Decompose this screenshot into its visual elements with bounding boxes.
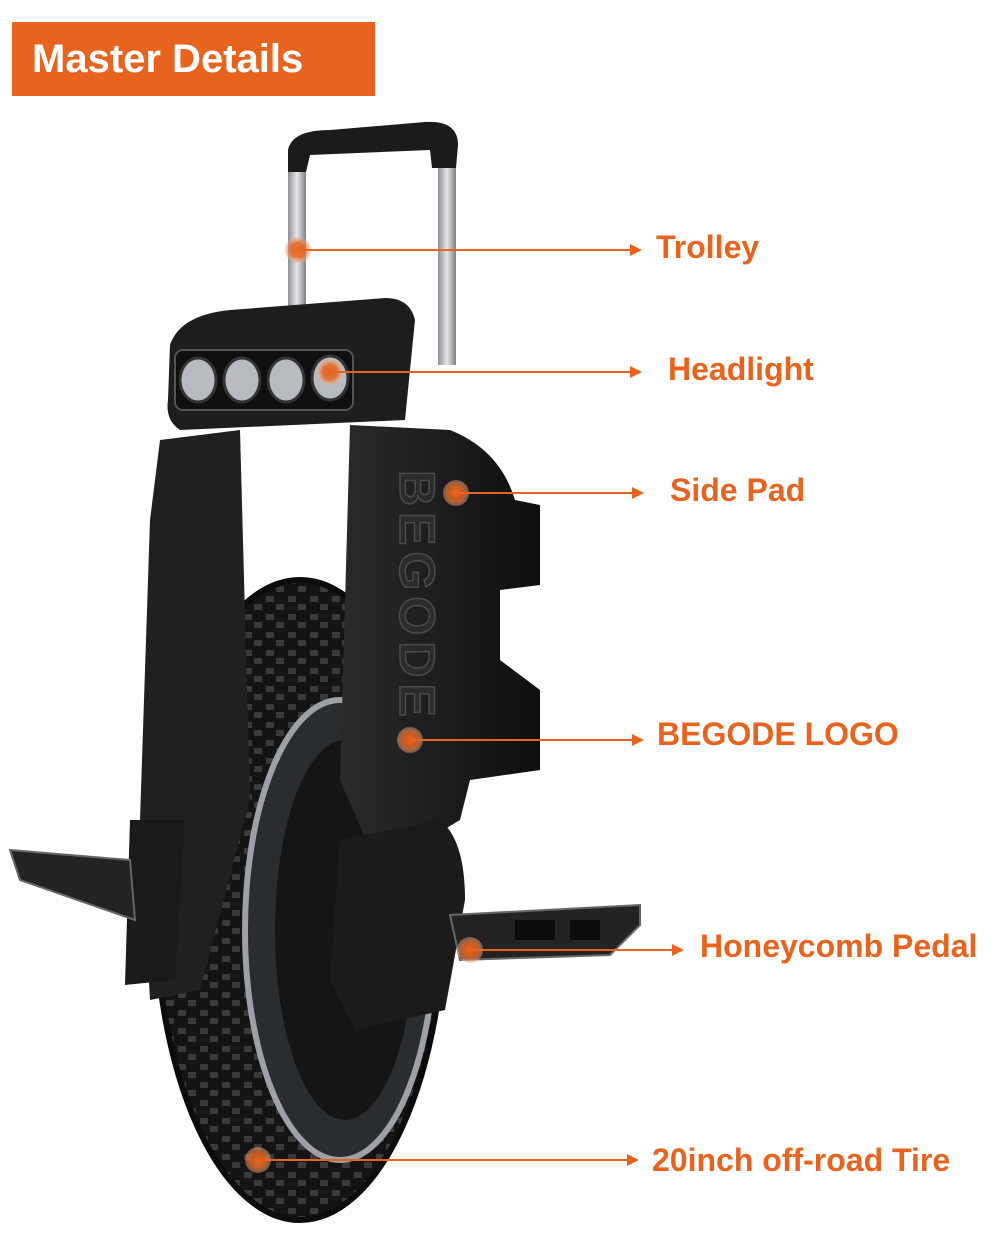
- headlight-housing: [167, 298, 415, 430]
- master-details-banner: Master Details: [12, 22, 375, 96]
- callout-side-pad-marker: [443, 480, 644, 506]
- callout-tire-marker: [245, 1147, 639, 1173]
- label-off-road-tire: 20inch off-road Tire: [652, 1142, 951, 1178]
- label-headlight: Headlight: [668, 351, 814, 387]
- side-pad: [340, 425, 540, 860]
- motor-cover: [330, 820, 465, 1030]
- honeycomb-pedal-left: [8, 848, 137, 922]
- label-honeycomb-pedal: Honeycomb Pedal: [700, 928, 978, 964]
- callout-logo-marker: [397, 727, 644, 753]
- label-side-pad: Side Pad: [670, 472, 806, 508]
- callout-headlight-marker: [317, 359, 642, 385]
- honeycomb-pedal-right: [448, 903, 641, 962]
- callout-trolley-marker: [285, 237, 642, 263]
- begode-logo: BEGODE: [389, 470, 445, 723]
- left-lower-cover: [125, 820, 185, 985]
- label-begode-logo: BEGODE LOGO: [657, 716, 899, 752]
- trolley-handle: [288, 121, 458, 365]
- headlight-lenses: [178, 354, 350, 404]
- label-trolley: Trolley: [656, 229, 760, 265]
- callout-pedal-marker: [457, 937, 684, 963]
